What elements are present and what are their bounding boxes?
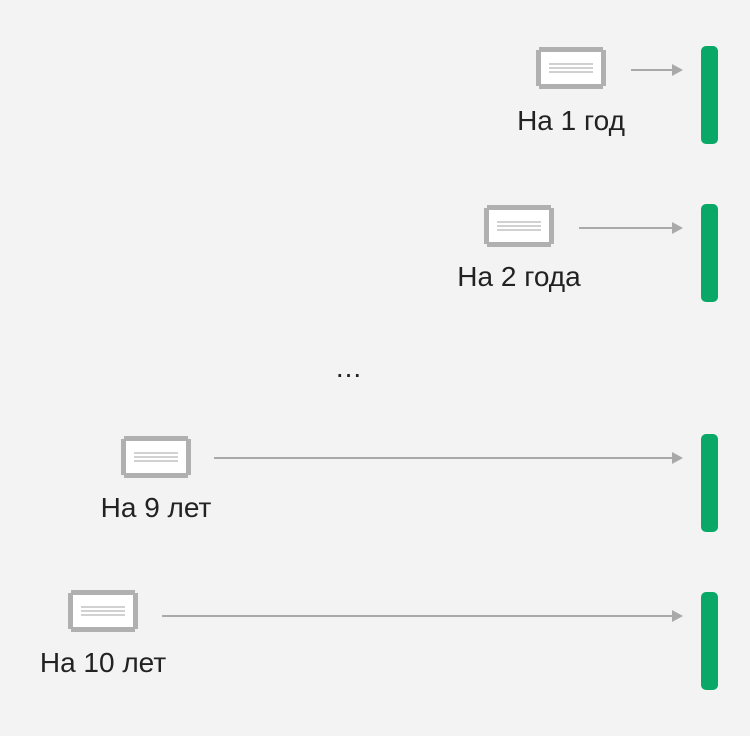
- bond-certificate-icon: [535, 46, 607, 90]
- arrow-right-icon: [162, 610, 683, 622]
- row-label: На 1 год: [517, 105, 625, 136]
- maturity-bar: [701, 204, 718, 302]
- maturity-bar: [701, 46, 718, 144]
- maturity-bar: [701, 592, 718, 690]
- arrow-right-icon: [214, 452, 683, 464]
- ellipsis: ...: [335, 352, 363, 383]
- arrow-right-icon: [631, 64, 683, 76]
- row-label: На 9 лет: [100, 492, 212, 523]
- arrow-right-icon: [579, 222, 683, 234]
- bond-certificate-icon: [67, 589, 139, 633]
- row-label: На 10 лет: [39, 647, 167, 678]
- row-label: На 2 года: [457, 261, 581, 292]
- maturity-bar: [701, 434, 718, 532]
- bond-certificate-icon: [120, 435, 192, 479]
- bond-certificate-icon: [483, 204, 555, 248]
